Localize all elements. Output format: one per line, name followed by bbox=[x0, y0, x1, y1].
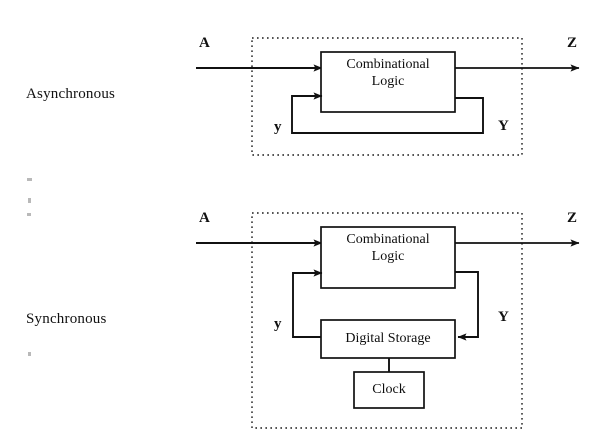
asynchronous-input-label: A bbox=[199, 35, 210, 51]
combinational-logic-label-line1: Combinational bbox=[346, 57, 430, 72]
synchronous-input-label: A bbox=[199, 210, 210, 226]
asynchronous-feedback-path bbox=[291, 92, 484, 134]
asynchronous-combinational-logic-label: Combinational Logic bbox=[321, 56, 455, 90]
synchronous-present-state-label: y bbox=[274, 316, 282, 332]
synchronous-diagram bbox=[196, 212, 580, 429]
scan-artifact bbox=[27, 178, 32, 181]
scan-artifact bbox=[27, 213, 31, 216]
synchronous-next-state-label: Y bbox=[498, 309, 509, 325]
synchronous-output-label: Z bbox=[567, 210, 578, 226]
clock-label: Clock bbox=[354, 381, 424, 398]
combinational-logic-label-line2: Logic bbox=[371, 249, 405, 265]
digital-storage-box bbox=[320, 319, 456, 359]
synchronous-combinational-logic-label: Combinational Logic bbox=[321, 231, 455, 265]
asynchronous-diagram bbox=[196, 37, 580, 156]
combinational-logic-label-line2: Logic bbox=[371, 74, 405, 90]
scan-artifact bbox=[28, 198, 31, 203]
synchronous-row-label: Synchronous bbox=[26, 311, 107, 327]
next-state-path bbox=[455, 271, 479, 341]
asynchronous-row-label: Asynchronous bbox=[26, 86, 116, 102]
asynchronous-system-boundary bbox=[251, 37, 523, 156]
asynchronous-next-state-label: Y bbox=[498, 118, 509, 134]
scan-artifact bbox=[28, 352, 31, 356]
digital-storage-label: Digital Storage bbox=[321, 330, 455, 347]
synchronous-combinational-logic-box bbox=[320, 226, 456, 289]
combinational-logic-label-line1: Combinational bbox=[346, 232, 430, 247]
asynchronous-present-state-label: y bbox=[274, 119, 282, 135]
synchronous-system-boundary bbox=[251, 212, 523, 429]
digital-storage-label-line1: Digital Storage bbox=[345, 331, 431, 346]
present-state-path bbox=[292, 269, 323, 338]
clock-label-line1: Clock bbox=[372, 382, 406, 397]
asynchronous-combinational-logic-box bbox=[320, 51, 456, 113]
asynchronous-output-label: Z bbox=[567, 35, 578, 51]
